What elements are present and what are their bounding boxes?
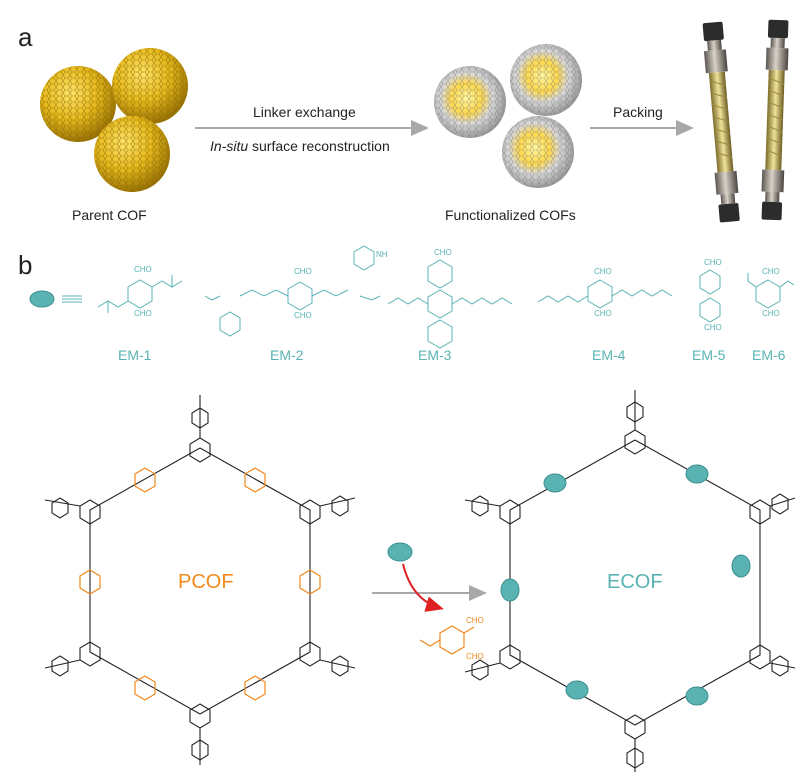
functionalized-cofs-label: Functionalized COFs (445, 207, 576, 223)
em1-cho-bottom: CHO (134, 309, 152, 318)
em1-cho-top: CHO (134, 265, 152, 274)
func-sphere-1 (434, 66, 506, 138)
pcof-orange-linkers (79, 467, 321, 701)
em2-nh-label: NH (376, 250, 388, 259)
incoming-monomer-ellipse (387, 542, 413, 562)
em5-cho-top: CHO (704, 258, 722, 267)
released-linker (419, 625, 475, 655)
in-situ-italic: In-situ (210, 138, 249, 154)
em2-label: EM-2 (270, 347, 304, 363)
gold-sphere-2 (112, 48, 188, 124)
em1-structure (97, 275, 183, 313)
em3-cho-top: CHO (434, 248, 452, 257)
em2-structure (204, 245, 381, 337)
parent-cof-spheres (40, 48, 188, 192)
em6-structure (747, 273, 795, 309)
packing-label: Packing (613, 104, 663, 120)
em4-structure (537, 279, 673, 309)
parent-cof-label: Parent COF (72, 207, 147, 223)
em4-cho-bottom: CHO (594, 309, 612, 318)
surface-reconstruction-label: In-situ surface reconstruction (210, 138, 390, 154)
panel-b-letter: b (18, 250, 33, 280)
pcof-framework (44, 395, 356, 765)
em1-label: EM-1 (118, 347, 152, 363)
functionalized-cof-spheres (434, 44, 582, 188)
em3-structure (387, 259, 513, 349)
em5-structure (699, 269, 721, 323)
panel-a-letter: a (18, 22, 33, 52)
ecof-teal-linkers (500, 464, 751, 706)
ecof-framework (464, 390, 796, 772)
em2-cho-top: CHO (294, 267, 312, 276)
em6-cho-top: CHO (762, 267, 780, 276)
func-sphere-2 (510, 44, 582, 116)
em5-cho-bottom: CHO (704, 323, 722, 332)
monomer-ellipse-legend (29, 290, 55, 308)
em2-cho-bottom: CHO (294, 311, 312, 320)
pcof-label: PCOF (178, 571, 234, 593)
released-cho-top: CHO (466, 616, 484, 625)
em5-label: EM-5 (692, 347, 726, 363)
func-sphere-3 (502, 116, 574, 188)
monomer-row (29, 245, 795, 349)
released-cho-bottom: CHO (466, 652, 484, 661)
surface-reconstruction-rest: surface reconstruction (248, 138, 390, 154)
linker-exchange-label: Linker exchange (253, 104, 356, 120)
ecof-label: ECOF (607, 571, 663, 593)
em4-label: EM-4 (592, 347, 626, 363)
em6-label: EM-6 (752, 347, 786, 363)
em6-cho-bottom: CHO (762, 309, 780, 318)
gold-sphere-3 (94, 116, 170, 192)
red-release-arrow (402, 563, 444, 612)
em4-cho-top: CHO (594, 267, 612, 276)
packed-column-2 (761, 19, 789, 221)
em3-label: EM-3 (418, 347, 452, 363)
packed-column-1 (702, 21, 740, 223)
gold-sphere-1 (40, 66, 116, 142)
